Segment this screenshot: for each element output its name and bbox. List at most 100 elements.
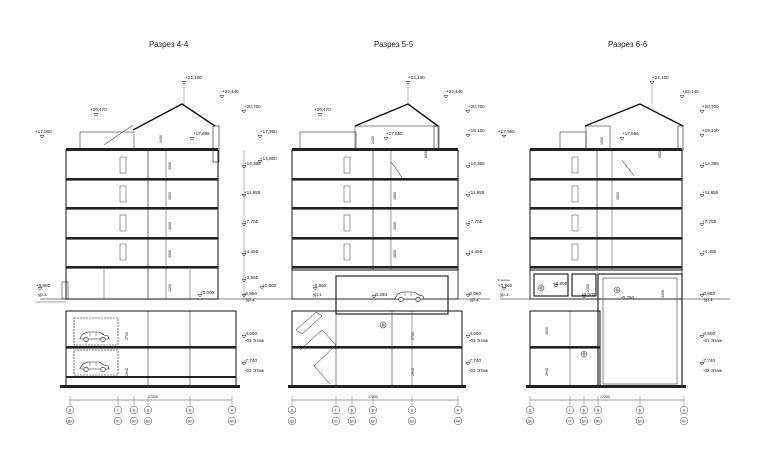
svg-text:4100: 4100 bbox=[168, 284, 172, 292]
section-6-6-axes: 17200 Д Г Б В Б А Дп Гп Бп Вп Бп Ап bbox=[526, 395, 689, 426]
svg-text:-0,850: -0,850 bbox=[702, 291, 715, 296]
svg-text:-01 Этаж: -01 Этаж bbox=[245, 338, 265, 343]
svg-text:ур.з.: ур.з. bbox=[704, 297, 713, 302]
svg-text:Б: Б bbox=[189, 409, 192, 413]
svg-text:+14,355: +14,355 bbox=[244, 161, 261, 166]
svg-text:+20,700: +20,700 bbox=[244, 104, 261, 109]
svg-text:-7,740: -7,740 bbox=[702, 358, 715, 363]
svg-text:3000: 3000 bbox=[168, 222, 172, 230]
svg-text:+17,960: +17,960 bbox=[498, 129, 515, 134]
svg-text:+19,100: +19,100 bbox=[702, 128, 719, 133]
svg-text:3400: 3400 bbox=[159, 135, 163, 143]
svg-text:+7,755: +7,755 bbox=[702, 219, 717, 224]
svg-text:6000: 6000 bbox=[658, 150, 662, 158]
svg-text:Дп: Дп bbox=[290, 420, 294, 424]
svg-text:+0,860: +0,860 bbox=[36, 283, 51, 288]
svg-text:+4,455: +4,455 bbox=[244, 249, 259, 254]
section-6-6-building bbox=[500, 103, 730, 388]
axis-bubbles-bottom: Дп Гп Бп Вп Бп Ап bbox=[526, 417, 689, 426]
svg-text:Ап: Ап bbox=[230, 420, 234, 424]
section-5-5-dimensions: 2400 6000 3000 3000 3000 3700 2940 bbox=[371, 136, 428, 376]
svg-text:6000: 6000 bbox=[424, 150, 428, 158]
svg-text:+24,100: +24,100 bbox=[408, 75, 425, 80]
section-5-5-level-marks: +24,100 +22,440 +20,700 +20,470 +18,100 … bbox=[312, 75, 489, 373]
svg-text:+20,700: +20,700 bbox=[468, 104, 485, 109]
svg-text:+0,000: +0,000 bbox=[200, 290, 215, 295]
section-4-4-level-marks: +24,100 +22,440 +20,700 +20,470 +17,960 … bbox=[35, 75, 277, 373]
svg-text:Гп: Гп bbox=[334, 420, 338, 424]
svg-text:3000: 3000 bbox=[168, 162, 172, 170]
svg-text:+0,860: +0,860 bbox=[498, 283, 513, 288]
section-5-5-building bbox=[270, 103, 490, 388]
svg-text:+0,000: +0,000 bbox=[581, 292, 596, 297]
svg-text:Г: Г bbox=[117, 409, 119, 413]
svg-text:В: В bbox=[147, 409, 150, 413]
svg-text:-7,740: -7,740 bbox=[244, 358, 257, 363]
svg-text:Б: Б bbox=[351, 409, 354, 413]
svg-text:+24,100: +24,100 bbox=[652, 75, 669, 80]
svg-text:+17,655: +17,655 bbox=[193, 131, 210, 136]
svg-text:Г: Г bbox=[335, 409, 337, 413]
axis-bubbles-bottom: Дп Гп Бп Вп Бп Ап bbox=[65, 417, 236, 426]
section-title: Разрез 4-4 bbox=[149, 40, 189, 49]
svg-text:+20,470: +20,470 bbox=[314, 107, 331, 112]
svg-text:ур.з.: ур.з. bbox=[246, 297, 255, 302]
svg-text:+17,655: +17,655 bbox=[622, 131, 639, 136]
svg-text:2400: 2400 bbox=[371, 136, 375, 144]
section-6-6-level-marks: +24,100 +22,440 +20,700 +17,960 +17,655 … bbox=[497, 75, 723, 373]
svg-text:2940: 2940 bbox=[411, 368, 415, 376]
svg-text:3300: 3300 bbox=[661, 290, 665, 298]
section-4-4-axes: 17200 Д Г Б В Б А Дп Гп Бп Вп Бп Ап bbox=[65, 395, 236, 426]
svg-text:+18,100: +18,100 bbox=[468, 128, 485, 133]
svg-text:+0,860: +0,860 bbox=[312, 283, 327, 288]
svg-text:Бп: Бп bbox=[638, 420, 642, 424]
svg-text:3000: 3000 bbox=[393, 222, 397, 230]
svg-text:+17,960: +17,960 bbox=[260, 129, 277, 134]
svg-text:+14,355: +14,355 bbox=[702, 161, 719, 166]
svg-text:-0,250: -0,250 bbox=[621, 295, 634, 300]
svg-text:3000: 3000 bbox=[616, 192, 620, 200]
svg-text:Б: Б bbox=[583, 409, 586, 413]
svg-text:-0,850: -0,850 bbox=[244, 291, 257, 296]
svg-text:3700: 3700 bbox=[411, 332, 415, 340]
svg-text:+20,470: +20,470 bbox=[90, 107, 107, 112]
svg-text:-01 Этаж: -01 Этаж bbox=[703, 338, 723, 343]
svg-text:Д: Д bbox=[69, 409, 72, 413]
section-5-5-axes: 17200 Д Г Б В Б А Дп Гп Бп Вп Бп Ап bbox=[288, 395, 463, 426]
section-title: Разрез 6-6 bbox=[608, 40, 648, 49]
svg-text:Бп: Бп bbox=[132, 420, 136, 424]
svg-text:-01 Этаж: -01 Этаж bbox=[469, 338, 489, 343]
svg-text:+11,655: +11,655 bbox=[702, 190, 719, 195]
svg-text:-4,500: -4,500 bbox=[468, 331, 481, 336]
svg-text:+0,860: +0,860 bbox=[262, 283, 277, 288]
svg-text:-0,250: -0,250 bbox=[374, 292, 387, 297]
svg-text:+3,965: +3,965 bbox=[244, 275, 259, 280]
section-5-5: Разрез 5-5 bbox=[270, 40, 490, 426]
svg-text:+14,800: +14,800 bbox=[260, 156, 277, 161]
svg-text:-02 Этаж: -02 Этаж bbox=[469, 368, 489, 373]
svg-text:ур.з.: ур.з. bbox=[470, 297, 479, 302]
svg-text:ур.з.: ур.з. bbox=[313, 292, 322, 297]
svg-text:Бп: Бп bbox=[410, 420, 414, 424]
svg-text:Г: Г bbox=[569, 409, 571, 413]
svg-text:2350: 2350 bbox=[586, 284, 590, 292]
svg-text:-7,740: -7,740 bbox=[468, 358, 481, 363]
svg-text:17200: 17200 bbox=[148, 395, 158, 399]
svg-text:Д: Д bbox=[529, 409, 532, 413]
svg-text:ур.з.: ур.з. bbox=[38, 292, 47, 297]
svg-text:+22,440: +22,440 bbox=[446, 89, 463, 94]
svg-text:-4,500: -4,500 bbox=[244, 331, 257, 336]
section-4-4-building bbox=[36, 103, 270, 388]
svg-text:Бп: Бп bbox=[582, 420, 586, 424]
svg-text:+7,755: +7,755 bbox=[468, 219, 483, 224]
section-title: Разрез 5-5 bbox=[374, 40, 414, 49]
svg-text:+4,455: +4,455 bbox=[468, 249, 483, 254]
svg-text:Дп: Дп bbox=[528, 420, 532, 424]
svg-text:Б: Б bbox=[411, 409, 414, 413]
section-4-4: Разрез 4-4 bbox=[35, 40, 277, 426]
svg-text:+22,440: +22,440 bbox=[222, 89, 239, 94]
svg-text:+17,960: +17,960 bbox=[35, 129, 52, 134]
svg-text:+20,700: +20,700 bbox=[702, 104, 719, 109]
svg-text:Ап: Ап bbox=[456, 420, 460, 424]
svg-text:В: В bbox=[372, 409, 375, 413]
